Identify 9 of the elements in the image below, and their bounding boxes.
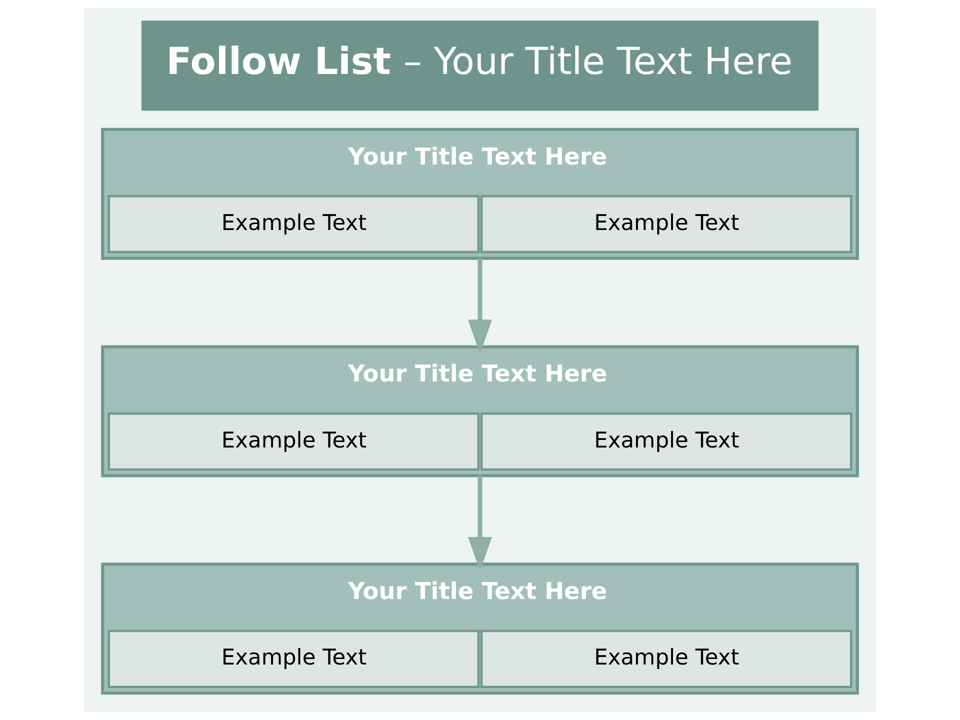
arrow xyxy=(468,258,492,354)
diagram-title: Follow List – Your Title Text Here xyxy=(166,38,793,83)
node-box: Example Text xyxy=(108,195,480,254)
node-box: Example Text xyxy=(108,412,480,471)
node-box: Example Text xyxy=(108,630,480,688)
arrow xyxy=(468,476,492,572)
node-box: Example Text xyxy=(480,630,852,688)
node-box: Example Text xyxy=(480,195,852,254)
node-box: Example Text xyxy=(480,412,852,471)
